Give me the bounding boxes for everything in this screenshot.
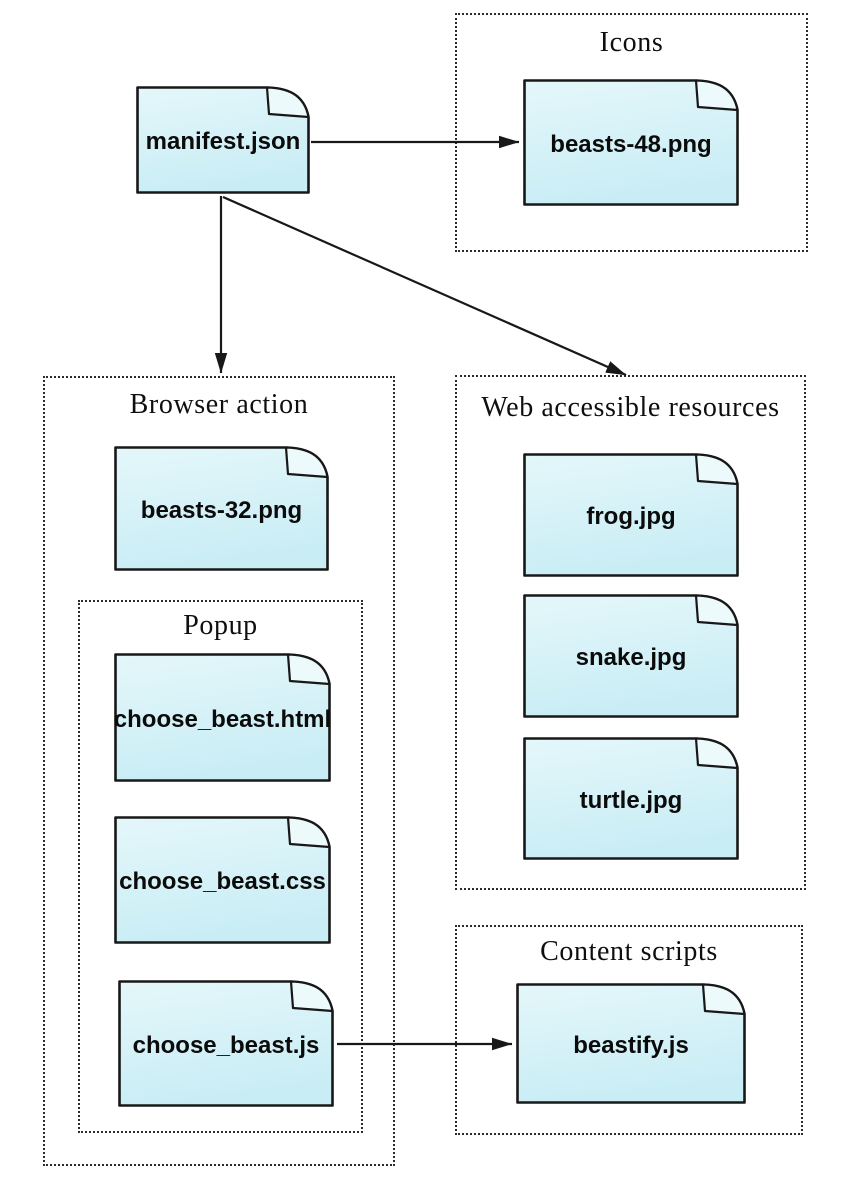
file-node-beastify-js: beastify.js: [515, 982, 747, 1105]
file-node-choose-beast-js: choose_beast.js: [117, 979, 335, 1108]
file-node-snake-jpg: snake.jpg: [522, 593, 740, 719]
group-popup: Popup: [78, 600, 363, 1133]
group-icons: Icons: [455, 13, 808, 252]
document-icon: [114, 653, 331, 782]
file-label: choose_beast.html: [113, 705, 332, 733]
group-web-accessible-resources: Web accessible resources: [455, 375, 806, 890]
document-icon: [516, 983, 746, 1104]
document-icon: [114, 446, 329, 571]
file-node-choose-beast-css: choose_beast.css: [113, 815, 332, 945]
file-label: beastify.js: [573, 1031, 689, 1059]
group-title-icons: Icons: [599, 27, 664, 58]
file-node-frog-jpg: frog.jpg: [522, 452, 740, 578]
file-node-beasts-48-png: beasts-48.png: [522, 78, 740, 207]
group-title-browser-action: Browser action: [129, 389, 309, 420]
file-node-beasts-32-png: beasts-32.png: [113, 445, 330, 572]
group-title-web-accessible-resources: Web accessible resources: [481, 392, 780, 423]
document-icon: [136, 86, 310, 194]
file-node-manifest-json: manifest.json: [135, 85, 311, 195]
file-label: frog.jpg: [586, 503, 676, 530]
file-label: choose_beast.js: [132, 1031, 320, 1059]
file-node-choose-beast-html: choose_beast.html: [113, 652, 332, 783]
document-icon: [523, 79, 739, 206]
file-label: choose_beast.css: [119, 868, 326, 895]
group-title-content-scripts: Content scripts: [540, 936, 718, 967]
file-label: turtle.jpg: [579, 786, 683, 814]
group-browser-action: Browser action: [43, 376, 395, 1166]
file-label: snake.jpg: [575, 644, 687, 671]
document-icon: [523, 594, 739, 718]
document-icon: [523, 453, 739, 577]
file-label: beasts-48.png: [550, 130, 712, 158]
document-icon: [114, 816, 331, 944]
file-node-turtle-jpg: turtle.jpg: [522, 736, 740, 861]
file-label: beasts-32.png: [140, 496, 303, 524]
file-label: manifest.json: [145, 128, 301, 155]
document-icon: [523, 737, 739, 860]
group-content-scripts: Content scripts: [455, 925, 803, 1135]
document-icon: [118, 980, 334, 1107]
group-title-popup: Popup: [183, 610, 258, 641]
